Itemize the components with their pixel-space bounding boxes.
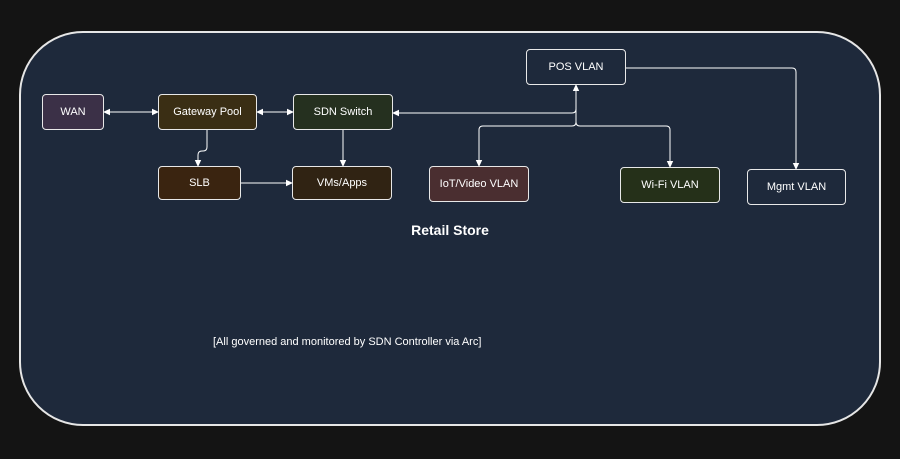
node-pos-vlan-label: POS VLAN: [548, 61, 604, 73]
node-mgmt-vlan-label: Mgmt VLAN: [766, 181, 827, 193]
node-gateway-pool: Gateway Pool: [158, 94, 257, 130]
node-wan: WAN: [42, 94, 104, 130]
node-sdn-switch-label: SDN Switch: [313, 106, 373, 118]
node-slb-label: SLB: [189, 177, 210, 189]
node-iot-video-vlan-label: IoT/Video VLAN: [439, 178, 519, 190]
node-wifi-vlan: Wi-Fi VLAN: [620, 167, 720, 203]
node-sdn-switch: SDN Switch: [293, 94, 393, 130]
node-vms-apps-label: VMs/Apps: [316, 177, 368, 189]
governance-footnote: [All governed and monitored by SDN Contr…: [213, 336, 482, 348]
node-iot-video-vlan: IoT/Video VLAN: [429, 166, 529, 202]
node-wifi-vlan-label: Wi-Fi VLAN: [641, 179, 699, 191]
node-gateway-pool-label: Gateway Pool: [173, 106, 242, 118]
retail-store-title: Retail Store: [411, 222, 489, 238]
node-pos-vlan: POS VLAN: [526, 49, 626, 85]
node-mgmt-vlan: Mgmt VLAN: [747, 169, 846, 205]
node-wan-label: WAN: [60, 106, 86, 118]
node-vms-apps: VMs/Apps: [292, 166, 392, 200]
node-slb: SLB: [158, 166, 241, 200]
